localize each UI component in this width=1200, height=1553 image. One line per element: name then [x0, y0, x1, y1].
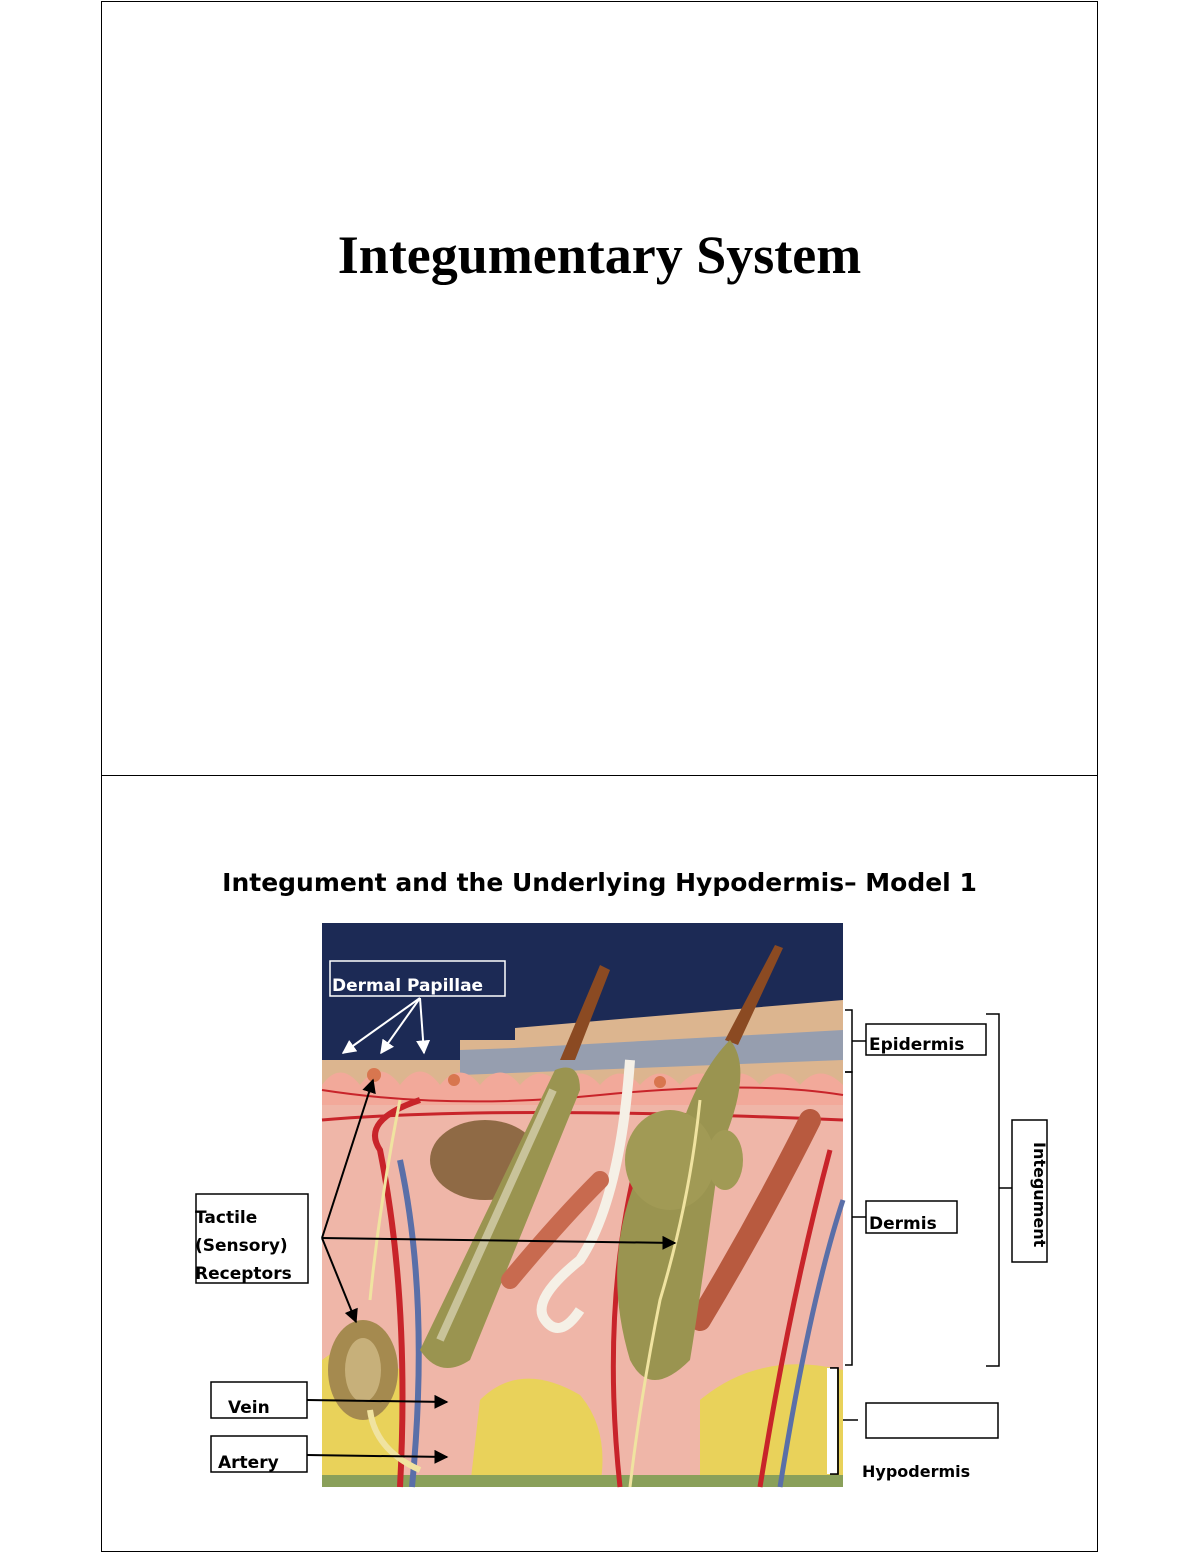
- tactile-label-line-2: (Sensory): [195, 1236, 288, 1256]
- artery-arrow: [306, 1449, 449, 1464]
- tactile-receptors-box: [195, 1193, 309, 1284]
- integument-label: Integument: [1030, 1142, 1049, 1248]
- hypodermis-blank-box: [865, 1402, 999, 1439]
- epidermis-bracket: [845, 1009, 866, 1073]
- tactile-label-line-1: Tactile: [195, 1208, 257, 1228]
- tactile-arrow-follicle: [321, 1235, 677, 1250]
- hypodermis-bracket-line: [830, 1367, 839, 1475]
- tactile-label-line-3: Receptors: [195, 1264, 292, 1284]
- papillae-arrow-3: [416, 997, 431, 1055]
- papillae-arrow-2: [380, 997, 421, 1055]
- epidermis-box: [865, 1023, 987, 1056]
- dermal-papillae-box: [329, 960, 506, 997]
- dermis-bracket: [845, 1071, 866, 1366]
- artery-label: Artery: [218, 1453, 279, 1473]
- papillae-arrow-1: [341, 997, 421, 1054]
- slide-1-title: Integumentary System: [337, 225, 862, 285]
- vein-arrow: [306, 1394, 449, 1409]
- dermis-label: Dermis: [869, 1214, 937, 1234]
- slide-2-title: Integument and the Underlying Hypodermis…: [222, 868, 977, 897]
- dermal-papillae-label: Dermal Papillae: [332, 976, 483, 996]
- epidermis-label: Epidermis: [869, 1035, 964, 1055]
- artery-box: [210, 1435, 308, 1473]
- slide-1: Integumentary System: [101, 1, 1098, 776]
- tactile-arrow-pacinian: [321, 1237, 358, 1324]
- hypodermis-bracket-fill: [827, 1368, 837, 1474]
- tactile-arrow-meissner: [321, 1078, 376, 1239]
- annotations: Dermal Papillae Epidermis Dermis Integum…: [195, 960, 1049, 1481]
- integument-bracket: [986, 1013, 1012, 1367]
- vein-label: Vein: [228, 1398, 270, 1418]
- dermis-box: [865, 1200, 958, 1234]
- skin-model-photo: [321, 923, 846, 1488]
- hypodermis-label: Hypodermis: [862, 1462, 970, 1481]
- integument-box: [1011, 1119, 1048, 1263]
